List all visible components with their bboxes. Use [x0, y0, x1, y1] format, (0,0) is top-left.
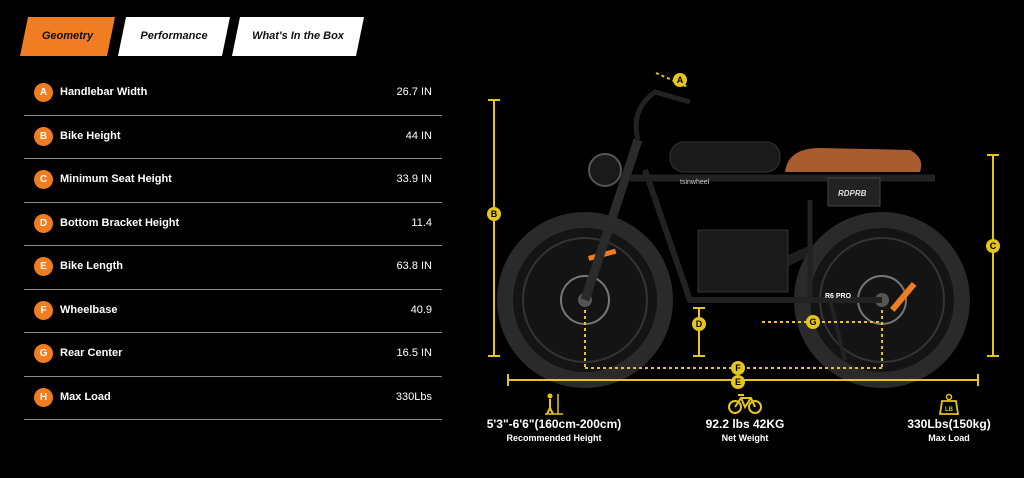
marker-b: B — [487, 207, 501, 221]
brand-text: tsinwheel — [680, 179, 710, 186]
svg-text:C: C — [990, 241, 997, 251]
stat-value: 5'3"-6'6"(160cm-200cm) — [486, 417, 622, 431]
spec-badge: B — [34, 126, 53, 146]
spec-row-minimum-seat-height: C Minimum Seat Height 33.9 IN — [24, 159, 442, 203]
stat-label: Net Weight — [721, 433, 769, 443]
marker-c: C — [986, 239, 1000, 253]
model-text: R6 PRO — [825, 293, 852, 300]
svg-text:B: B — [491, 209, 498, 219]
logo-text: RDPRB — [838, 189, 867, 198]
spec-badge: G — [34, 344, 53, 363]
bike-icon — [728, 394, 762, 414]
spec-row-bike-height: B Bike Height 44 IN — [24, 116, 442, 159]
geometry-spec-list: A Handlebar Width 26.7 IN B Bike Height … — [24, 72, 442, 420]
marker-a: A — [673, 73, 687, 87]
spec-value: 11.4 — [411, 216, 432, 229]
svg-text:F: F — [735, 363, 741, 373]
marker-d: D — [692, 317, 706, 331]
svg-text:A: A — [677, 75, 684, 85]
weight-icon: LB — [939, 393, 959, 415]
tab-performance[interactable]: Performance — [118, 17, 230, 56]
spec-row-bike-length: E Bike Length 63.8 IN — [24, 246, 442, 290]
spec-row-max-load: H Max Load 330Lbs — [24, 377, 442, 420]
tab-geometry[interactable]: Geometry — [20, 17, 115, 56]
spec-row-bottom-bracket-height: D Bottom Bracket Height 11.4 — [24, 203, 442, 246]
spec-badge: D — [34, 213, 53, 233]
stat-label: Max Load — [928, 433, 970, 443]
spec-value: 40.9 — [410, 303, 432, 316]
svg-text:G: G — [809, 317, 816, 327]
stat-value: 330Lbs(150kg) — [907, 417, 991, 431]
spec-badge: C — [34, 170, 53, 189]
spec-label: Handlebar Width — [60, 86, 148, 98]
svg-text:LB: LB — [945, 407, 954, 413]
spec-badge: F — [34, 300, 53, 320]
spec-value: 63.8 IN — [396, 260, 432, 272]
marker-f: F — [731, 361, 745, 375]
stat-net-weight: 92.2 lbs 42KG Net Weight — [690, 393, 800, 443]
bike-illustration: tsinwheel RDPRB R6 PRO — [497, 89, 970, 388]
spec-label: Wheelbase — [60, 303, 118, 316]
spec-label: Bottom Bracket Height — [60, 216, 180, 229]
spec-label: Bike Length — [60, 260, 123, 272]
spec-row-handlebar-width: A Handlebar Width 26.7 IN — [24, 72, 442, 116]
stat-recommended-height: 5'3"-6'6"(160cm-200cm) Recommended Heigh… — [476, 393, 632, 443]
spec-badge: A — [34, 83, 53, 102]
spec-value: 33.9 IN — [396, 173, 432, 185]
spec-value: 44 IN — [405, 129, 432, 142]
stat-label: Recommended Height — [506, 433, 602, 443]
bike-geometry-diagram: tsinwheel RDPRB R6 PRO A B C D E F — [487, 72, 1000, 389]
spec-row-rear-center: G Rear Center 16.5 IN — [24, 333, 442, 377]
svg-text:D: D — [696, 319, 703, 329]
svg-text:E: E — [735, 377, 741, 387]
dimension-markers: A B C D E F G — [487, 73, 1000, 389]
spec-value: 16.5 IN — [396, 347, 432, 359]
spec-row-wheelbase: F Wheelbase 40.9 — [24, 290, 442, 333]
dimension-lines — [488, 72, 999, 386]
spec-label: Max Load — [60, 390, 111, 403]
person-height-icon — [545, 393, 563, 415]
marker-g: G — [806, 315, 820, 329]
spec-badge: H — [34, 387, 53, 407]
spec-badge: E — [34, 257, 53, 276]
spec-label: Minimum Seat Height — [60, 173, 172, 185]
stat-value: 92.2 lbs 42KG — [705, 417, 785, 431]
spec-value: 26.7 IN — [396, 86, 432, 98]
marker-e: E — [731, 375, 745, 389]
spec-label: Rear Center — [60, 347, 123, 359]
spec-value: 330Lbs — [395, 390, 432, 403]
spec-label: Bike Height — [60, 129, 121, 142]
tab-whats-in-the-box[interactable]: What's In the Box — [232, 17, 364, 56]
stat-max-load: LB 330Lbs(150kg) Max Load — [896, 393, 1002, 443]
